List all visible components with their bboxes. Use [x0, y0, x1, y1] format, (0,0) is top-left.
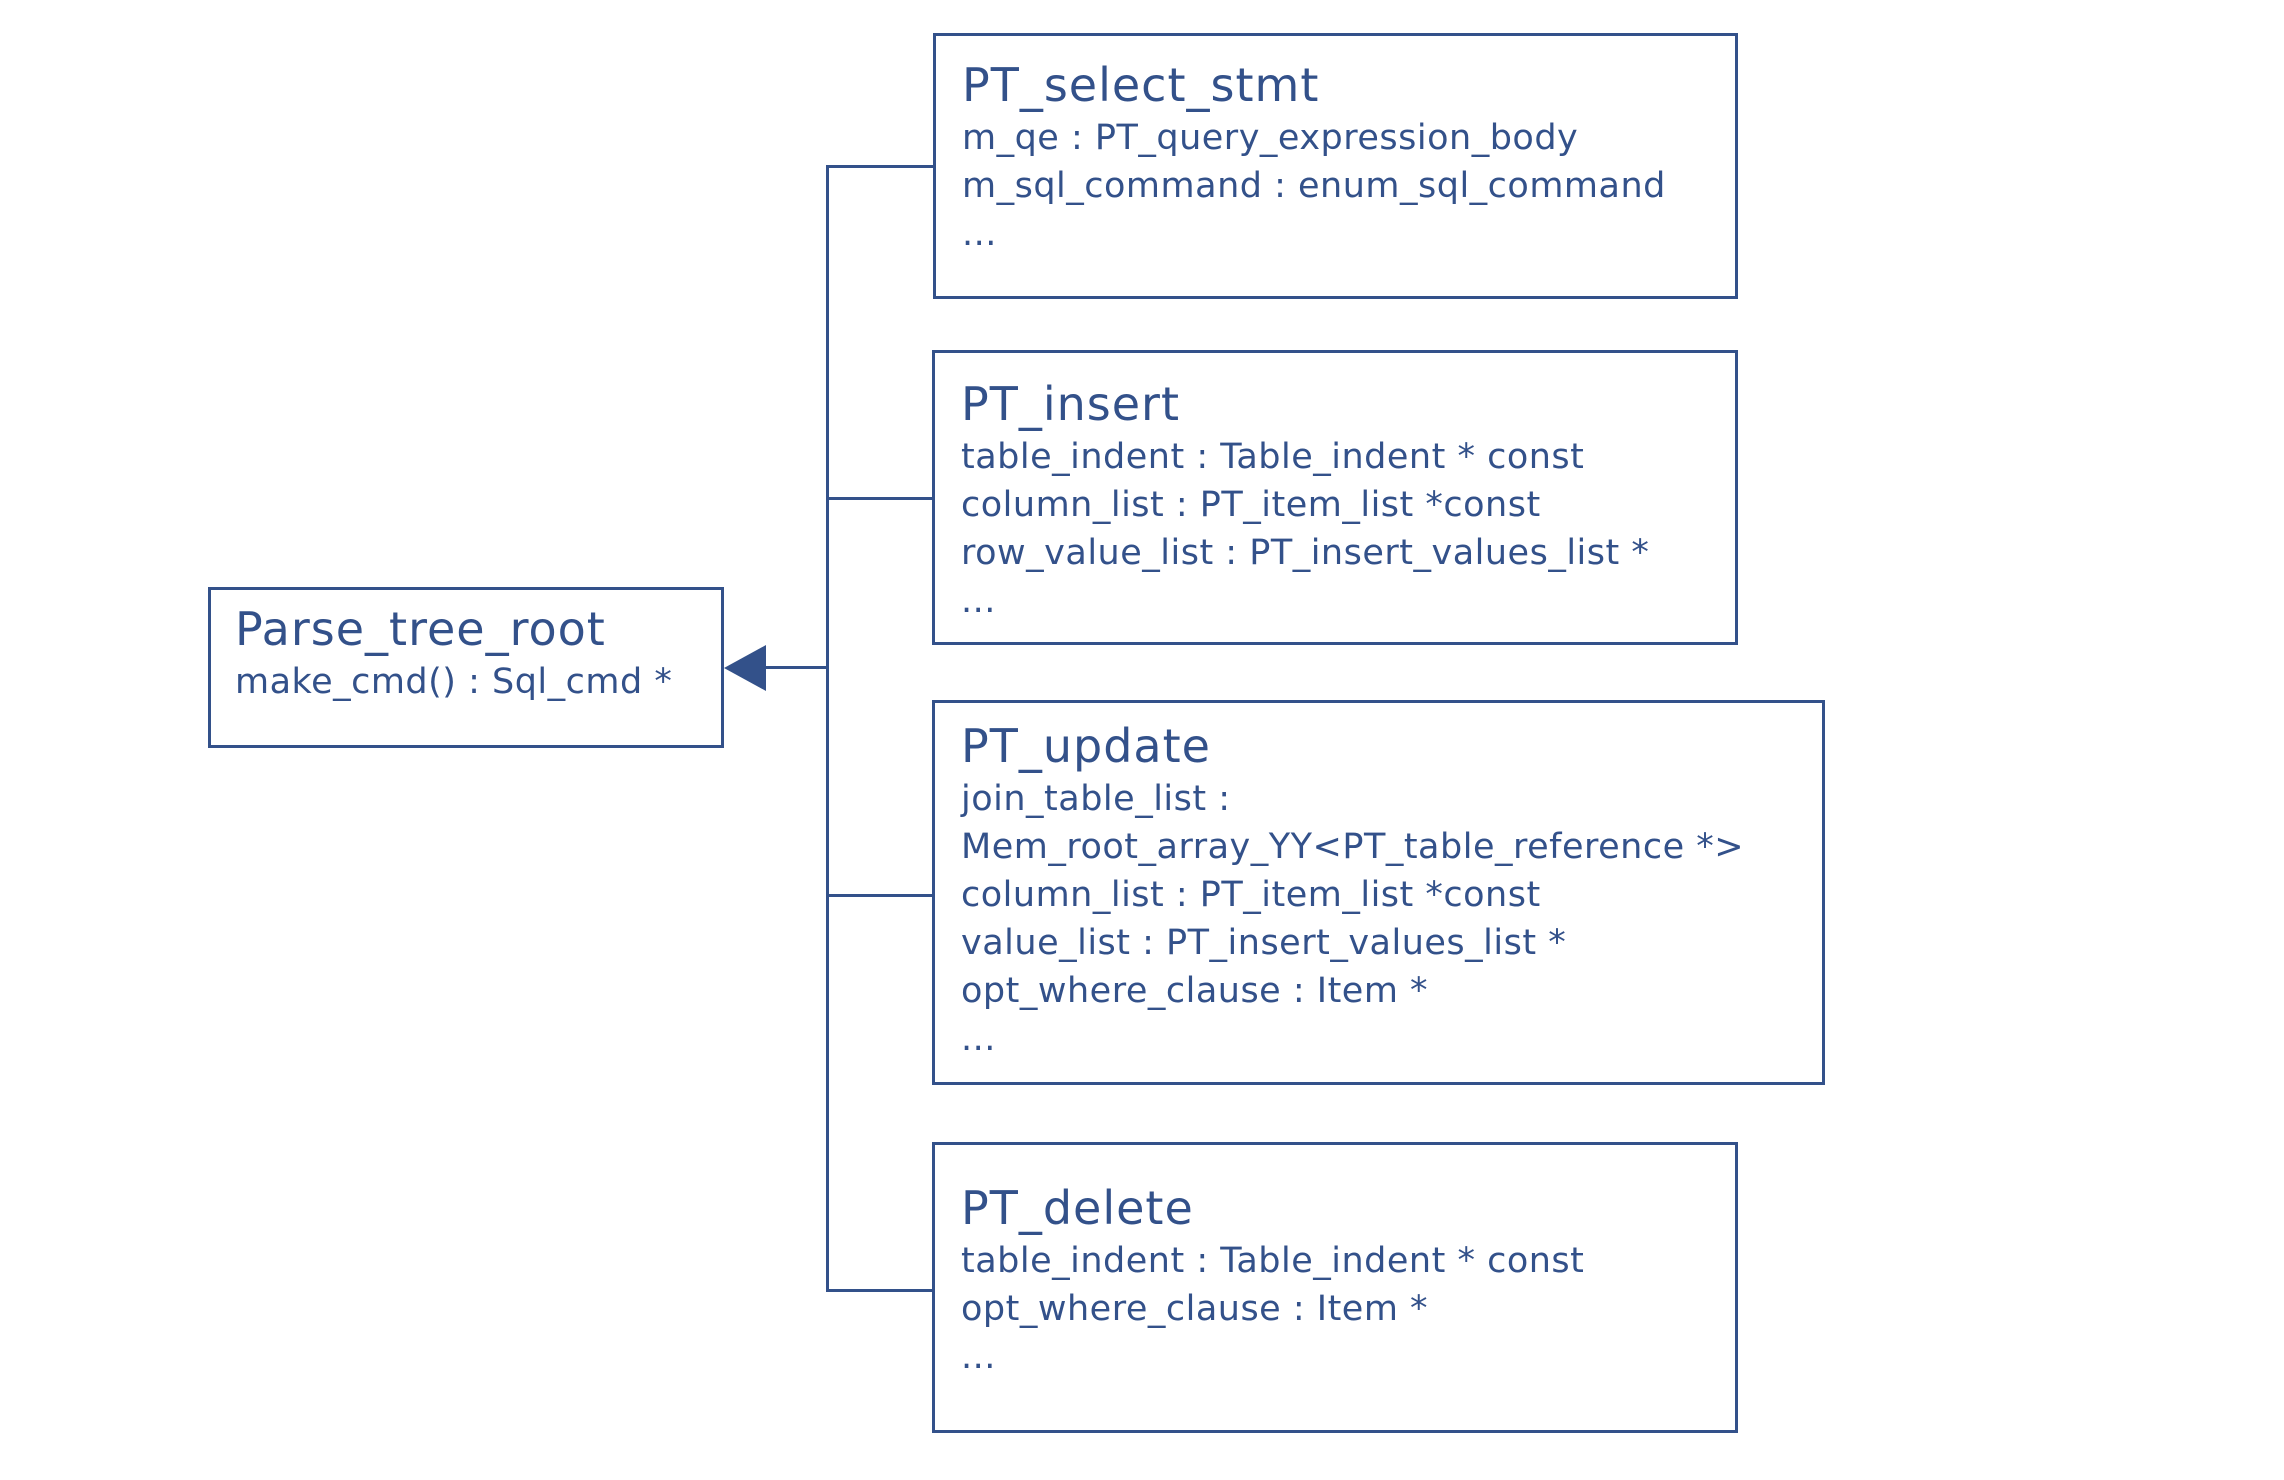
connector-trunk-line — [826, 165, 829, 1292]
connector-branch-pt-select-stmt — [826, 165, 933, 168]
class-title: PT_insert — [961, 377, 1180, 431]
class-member: ... — [961, 1019, 996, 1059]
class-box-pt-select-stmt: PT_select_stmt m_qe : PT_query_expressio… — [933, 33, 1738, 299]
connector-arrow-line — [758, 666, 828, 669]
class-member: ... — [961, 581, 996, 621]
class-member: m_qe : PT_query_expression_body — [962, 118, 1579, 158]
connector-branch-pt-insert — [826, 497, 932, 500]
class-box-parse-tree-root: Parse_tree_root make_cmd() : Sql_cmd * — [208, 587, 724, 748]
class-title: PT_update — [961, 719, 1211, 773]
class-member: table_indent : Table_indent * const — [961, 1241, 1585, 1281]
class-member: row_value_list : PT_insert_values_list * — [961, 533, 1650, 573]
class-member: m_sql_command : enum_sql_command — [962, 166, 1666, 206]
class-title: Parse_tree_root — [235, 602, 606, 656]
class-member: opt_where_clause : Item * — [961, 1289, 1429, 1329]
class-member: Mem_root_array_YY<PT_table_reference *> — [961, 827, 1745, 867]
class-box-pt-update: PT_update join_table_list : Mem_root_arr… — [932, 700, 1825, 1085]
class-box-pt-insert: PT_insert table_indent : Table_indent * … — [932, 350, 1738, 645]
class-box-pt-delete: PT_delete table_indent : Table_indent * … — [932, 1142, 1738, 1433]
class-member: join_table_list : — [961, 779, 1231, 819]
class-title: PT_select_stmt — [962, 58, 1320, 112]
connector-branch-pt-delete — [826, 1289, 932, 1292]
class-member: opt_where_clause : Item * — [961, 971, 1429, 1011]
class-member: table_indent : Table_indent * const — [961, 437, 1585, 477]
connector-branch-pt-update — [826, 894, 932, 897]
class-member: ... — [961, 1337, 996, 1377]
class-title: PT_delete — [961, 1181, 1194, 1235]
class-member: make_cmd() : Sql_cmd * — [235, 662, 673, 702]
class-member: ... — [962, 214, 997, 254]
class-member: column_list : PT_item_list *const — [961, 875, 1541, 915]
inheritance-arrowhead-icon — [724, 645, 766, 691]
class-member: value_list : PT_insert_values_list * — [961, 923, 1567, 963]
class-member: column_list : PT_item_list *const — [961, 485, 1541, 525]
